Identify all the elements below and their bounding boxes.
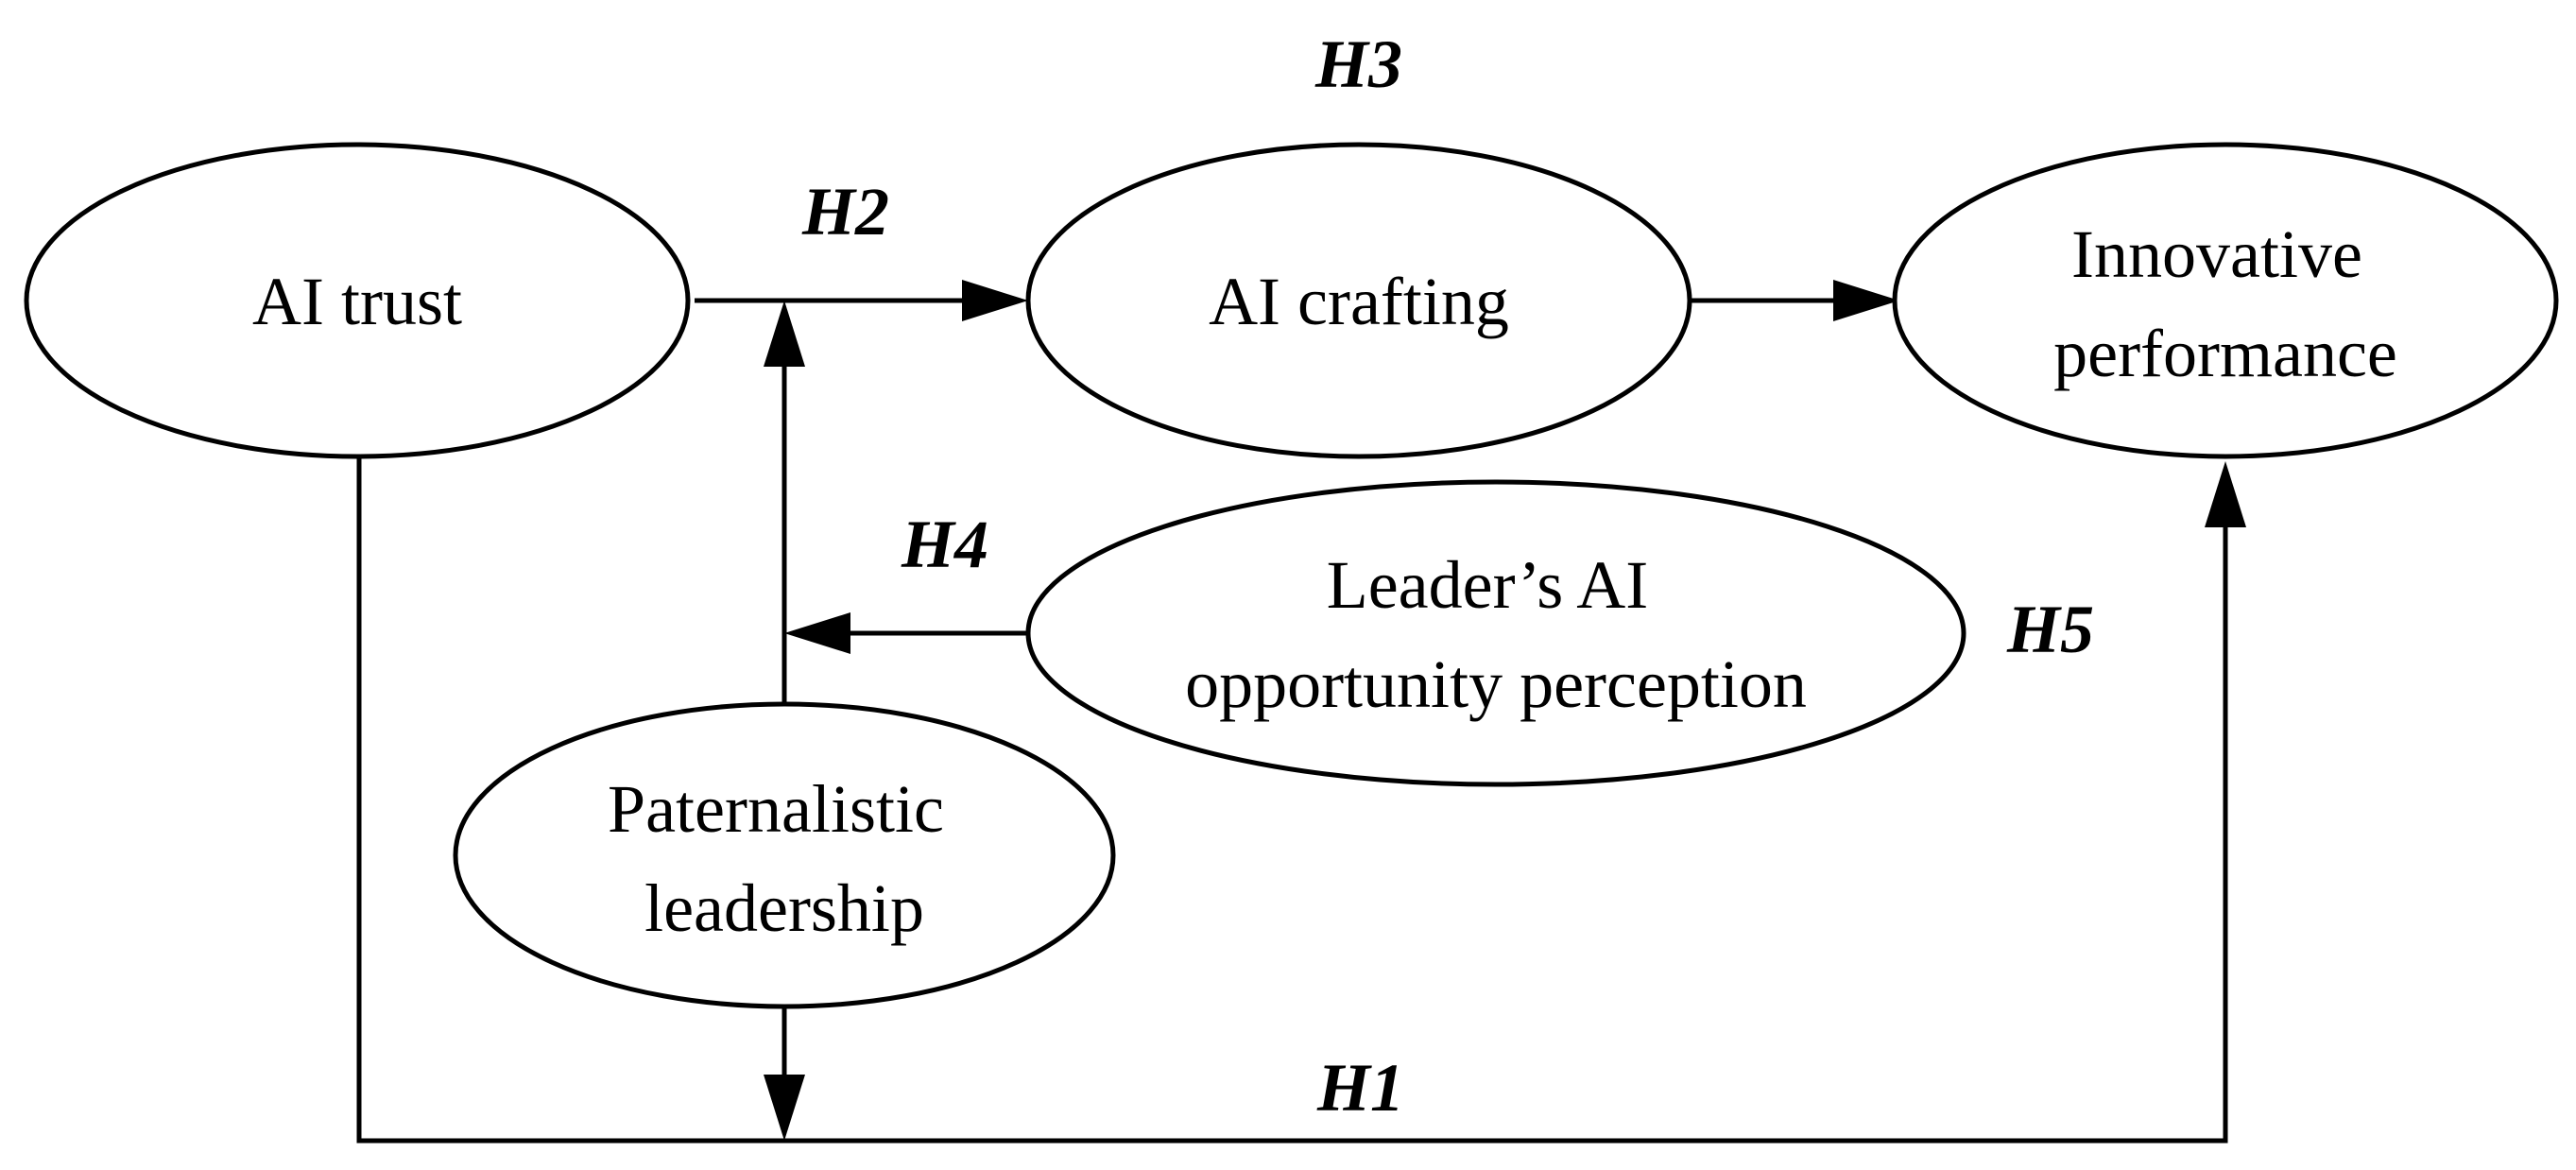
edges bbox=[356, 280, 2246, 1144]
paternalistic-leadership-ellipse bbox=[453, 701, 1116, 1009]
arrowhead-innovative-performance-left bbox=[1833, 280, 1899, 321]
hypothesis-labels: H3 H2 H4 H5 H1 bbox=[801, 26, 2094, 1126]
ai-trust-ellipse bbox=[24, 142, 691, 459]
arrowhead-moderation-line bbox=[784, 612, 850, 654]
paternalistic-leadership-line-2: leadership bbox=[644, 870, 924, 946]
node-leader-ai-opportunity-perception: Leader’s AI opportunity perception bbox=[1025, 479, 1966, 787]
innovative-performance-label: Innovative performance bbox=[2053, 216, 2397, 391]
edge-ai-trust-to-innovative-performance bbox=[356, 458, 2228, 1144]
innovative-performance-line-1: Innovative bbox=[2071, 216, 2362, 292]
leader-ai-opportunity-perception-label: Leader’s AI opportunity perception bbox=[1185, 547, 1807, 722]
innovative-performance-ellipse bbox=[1892, 142, 2559, 459]
hypothesis-h4-label: H4 bbox=[901, 507, 988, 582]
node-innovative-performance: Innovative performance bbox=[1892, 142, 2559, 459]
hypothesis-h2-label: H2 bbox=[801, 174, 889, 249]
hypothesis-h1-label: H1 bbox=[1316, 1050, 1404, 1126]
ai-crafting-label: AI crafting bbox=[1209, 264, 1509, 339]
node-paternalistic-leadership: Paternalistic leadership bbox=[453, 701, 1116, 1009]
arrowhead-ai-crafting bbox=[962, 280, 1028, 321]
leader-ai-opportunity-perception-line-1: Leader’s AI bbox=[1327, 547, 1649, 623]
innovative-performance-line-2: performance bbox=[2053, 316, 2397, 391]
ai-crafting-ellipse bbox=[1025, 142, 1692, 459]
arrowhead-h2-path-moderation bbox=[764, 301, 805, 367]
paternalistic-leadership-line-1: Paternalistic bbox=[608, 771, 944, 847]
leader-ai-opportunity-perception-line-2: opportunity perception bbox=[1185, 646, 1807, 722]
node-ai-crafting: AI crafting bbox=[1025, 142, 1692, 459]
node-ai-trust: AI trust bbox=[24, 142, 691, 459]
paternalistic-leadership-label: Paternalistic leadership bbox=[608, 771, 961, 946]
hypothesis-h5-label: H5 bbox=[2006, 592, 2094, 667]
ai-trust-label: AI trust bbox=[252, 264, 462, 339]
leader-ai-opportunity-perception-ellipse bbox=[1025, 479, 1966, 787]
hypothesis-h3-label: H3 bbox=[1314, 26, 1402, 102]
arrowhead-h1-path-moderation bbox=[764, 1075, 805, 1141]
arrowhead-innovative-performance-bottom bbox=[2205, 461, 2246, 527]
